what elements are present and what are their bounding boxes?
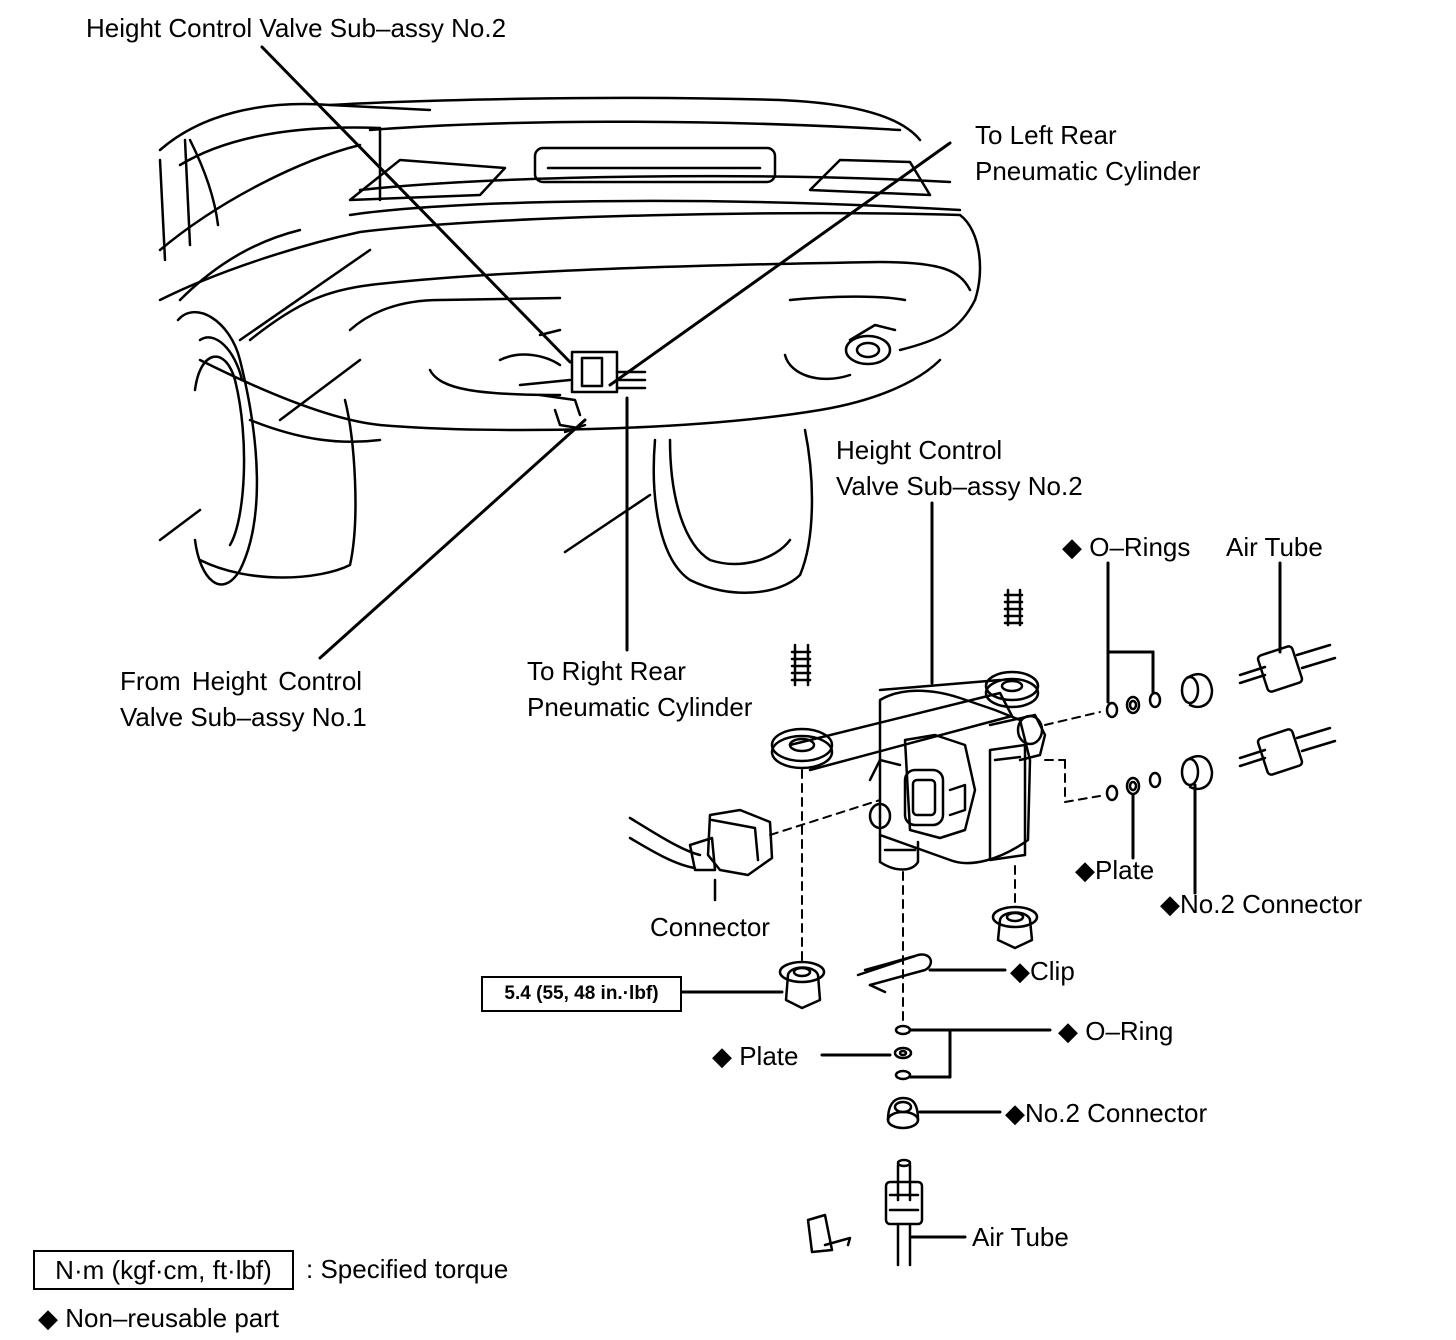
label-left-rear-line1: To Left Rear <box>975 120 1117 150</box>
legend-torque-desc: : Specified torque <box>306 1254 509 1284</box>
label-o-rings: ◆ O–Rings <box>1062 532 1191 562</box>
assembly-axes <box>801 711 1101 1021</box>
height-control-valve <box>770 501 1047 871</box>
label-connector: Connector <box>650 912 770 942</box>
clip-part <box>856 953 933 994</box>
label-from-hcv-line1: From Height Control <box>120 666 363 696</box>
label-clip: ◆Clip <box>1010 956 1075 986</box>
label-left-rear-line2: Pneumatic Cylinder <box>975 156 1201 186</box>
label-right-rear-line2: Pneumatic Cylinder <box>527 692 753 722</box>
label-from-hcv-line2: Valve Sub–assy No.1 <box>120 702 367 732</box>
label-no2-connector-bottom: ◆No.2 Connector <box>1005 1098 1208 1128</box>
label-plate-right: ◆Plate <box>1075 855 1155 885</box>
air-tube-bottom <box>806 1158 967 1267</box>
o-rings-leader <box>1106 561 1197 895</box>
torque-spec-box: 5.4 (55, 48 in.·lbf) <box>481 976 682 1012</box>
o-rings-upper <box>1105 673 1214 719</box>
legend-torque-unit-box: N·m (kgf·cm, ft·lbf) <box>33 1250 294 1290</box>
label-no2-connector-right: ◆No.2 Connector <box>1160 889 1363 919</box>
legend-non-reusable: ◆ Non–reusable part <box>38 1303 280 1333</box>
wiring-connector <box>628 808 774 902</box>
leader-lines-parts <box>680 968 1052 1114</box>
air-tubes-right <box>1238 561 1337 776</box>
label-air-tube-top: Air Tube <box>1226 532 1323 562</box>
leader-lines-vehicle <box>260 45 952 660</box>
mounting-studs <box>790 588 1024 687</box>
vehicle-rear-illustration <box>158 96 982 594</box>
label-height-control-valve-line2: Valve Sub–assy No.2 <box>836 471 1083 501</box>
label-air-tube-bottom: Air Tube <box>972 1222 1069 1252</box>
label-right-rear-line1: To Right Rear <box>527 656 686 686</box>
label-height-control-valve-line1: Height Control <box>836 435 1003 465</box>
label-o-ring: ◆ O–Ring <box>1058 1016 1174 1046</box>
flange-nuts <box>778 905 1039 1010</box>
label-height-control-valve-top: Height Control Valve Sub–assy No.2 <box>86 13 507 43</box>
label-plate-left: ◆ Plate <box>712 1041 799 1071</box>
